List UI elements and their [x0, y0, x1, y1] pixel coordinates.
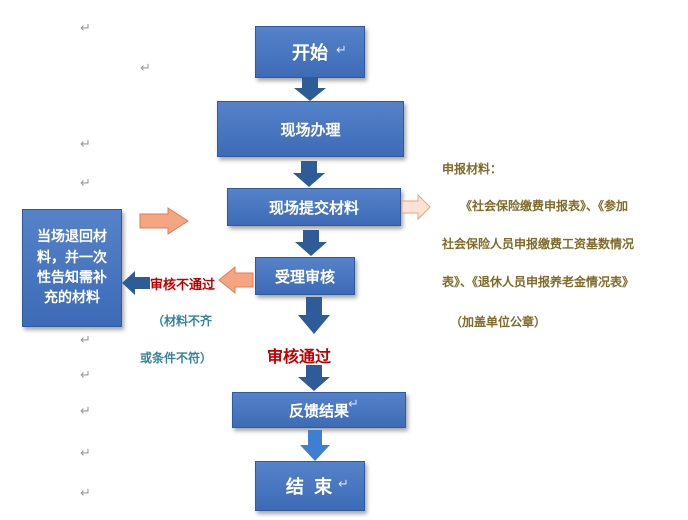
onsite-handling-box: 现场办理: [217, 101, 404, 157]
paragraph-mark: ↵: [80, 21, 91, 36]
feedback-label: 反馈结果: [288, 401, 349, 420]
paragraph-mark: ↵: [336, 43, 347, 58]
arrow-pass-to-feedback: [298, 365, 330, 391]
paragraph-mark: ↵: [348, 397, 359, 412]
end-box: 结 束: [255, 461, 365, 511]
paragraph-mark: ↵: [140, 61, 151, 76]
arrow-submit-to-review: [295, 230, 327, 256]
materials-note-line2: 社会保险人员申报缴费工资基数情况: [442, 237, 635, 251]
return-materials-box: 当场退回材料，并一次性告知需补充的材料: [22, 209, 122, 327]
paragraph-mark: ↵: [80, 176, 91, 191]
review-box: 受理审核: [255, 257, 355, 295]
paragraph-mark: ↵: [80, 333, 91, 348]
arrow-return-to-submit: [139, 207, 189, 235]
feedback-box: 反馈结果: [232, 392, 406, 428]
arrow-to-return-box: [122, 271, 150, 295]
review-fail-label: 审核不通过: [150, 278, 216, 293]
arrow-submit-to-note: [401, 193, 431, 221]
paragraph-mark: ↵: [80, 137, 91, 152]
materials-note-line1: 《社会保险缴费申报表》、《参加: [460, 199, 629, 213]
paragraph-mark: ↵: [80, 446, 91, 461]
paragraph-mark: ↵: [80, 404, 91, 419]
onsite-handling-label: 现场办理: [280, 120, 341, 139]
materials-note-title: 申报材料：: [442, 162, 503, 176]
arrow-onsite-to-submit: [293, 161, 325, 187]
arrow-feedback-to-end: [300, 430, 330, 461]
paragraph-mark: ↵: [80, 368, 91, 383]
start-label: 开始: [292, 43, 328, 64]
return-materials-label: 当场退回材料，并一次性告知需补充的材料: [37, 229, 107, 307]
materials-note-line4: （加盖单位公章）: [450, 315, 547, 329]
fail-reason-line1: （材料不齐: [152, 314, 213, 328]
paragraph-mark: ↵: [80, 486, 91, 501]
paragraph-mark: ↵: [330, 125, 341, 140]
materials-note-line3: 表》、《退休人员申报养老金情况表》: [442, 275, 635, 289]
arrow-review-fail: [218, 265, 254, 295]
fail-reason-line2: 或条件不符）: [140, 351, 213, 365]
paragraph-mark: ↵: [338, 477, 349, 492]
arrow-review-to-pass: [298, 297, 330, 334]
start-box: 开始: [255, 26, 365, 78]
submit-materials-label: 现场提交材料: [268, 198, 359, 217]
review-label: 受理审核: [274, 267, 335, 286]
arrow-start-to-onsite: [294, 78, 326, 101]
review-pass-label: 审核通过: [267, 347, 332, 366]
end-label: 结 束: [285, 477, 335, 498]
submit-materials-box: 现场提交材料: [227, 188, 401, 226]
